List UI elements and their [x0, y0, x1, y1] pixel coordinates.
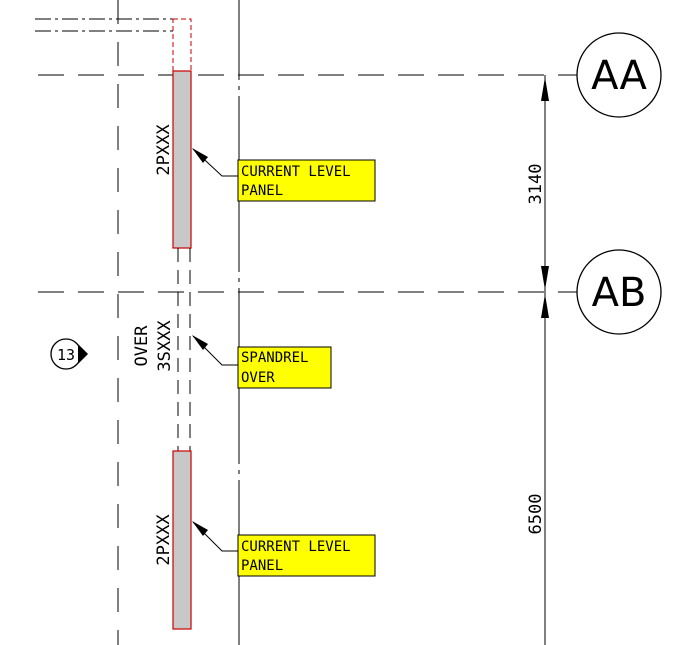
spandrel-tag-over: OVER: [132, 325, 152, 367]
panel-lower: [172, 450, 192, 630]
detail-marker-label: 13: [57, 346, 75, 364]
dimension-value-6500: 6500: [526, 494, 546, 535]
note-spandrel-line1: SPANDREL: [241, 350, 308, 366]
grid-label-ab: AB: [592, 270, 647, 316]
grid-bubble-aa: AA: [576, 32, 662, 118]
leader-spandrel-arrow: [192, 335, 208, 350]
dimension-arrow-top-ab: [541, 294, 549, 318]
leader-lower-arrow: [192, 521, 208, 536]
note-upper-line1: CURRENT LEVEL: [241, 164, 351, 180]
panel-lower-tag: 2PXXX: [154, 514, 174, 566]
detail-marker: 13: [50, 338, 88, 370]
leader-upper-arrow: [192, 148, 208, 163]
grid-bubble-ab: AB: [576, 249, 662, 335]
note-lower-line2: PANEL: [241, 558, 283, 574]
grid-label-aa: AA: [591, 53, 647, 99]
note-lower-line1: CURRENT LEVEL: [241, 539, 351, 555]
note-upper-line2: PANEL: [241, 183, 283, 199]
detail-marker-pointer: [78, 344, 88, 364]
top-left-reference-lines: [35, 18, 173, 32]
note-lower-panel: CURRENT LEVEL PANEL: [237, 534, 376, 577]
note-spandrel-line2: OVER: [241, 370, 275, 386]
note-spandrel: SPANDREL OVER: [237, 346, 332, 389]
note-upper-panel: CURRENT LEVEL PANEL: [237, 159, 376, 202]
panel-upper-dashed-top: [172, 18, 192, 72]
panel-upper-tag: 2PXXX: [154, 124, 174, 176]
dimension-arrow-bottom-ab: [541, 266, 549, 290]
spandrel-outline: [177, 248, 191, 451]
dimension-arrow-top-aa: [541, 77, 549, 101]
dimension-arrows: [541, 77, 549, 318]
spandrel-tag-code: 3SXXX: [155, 320, 175, 372]
dimension-value-3140: 3140: [526, 164, 546, 205]
panel-upper: [172, 70, 192, 249]
